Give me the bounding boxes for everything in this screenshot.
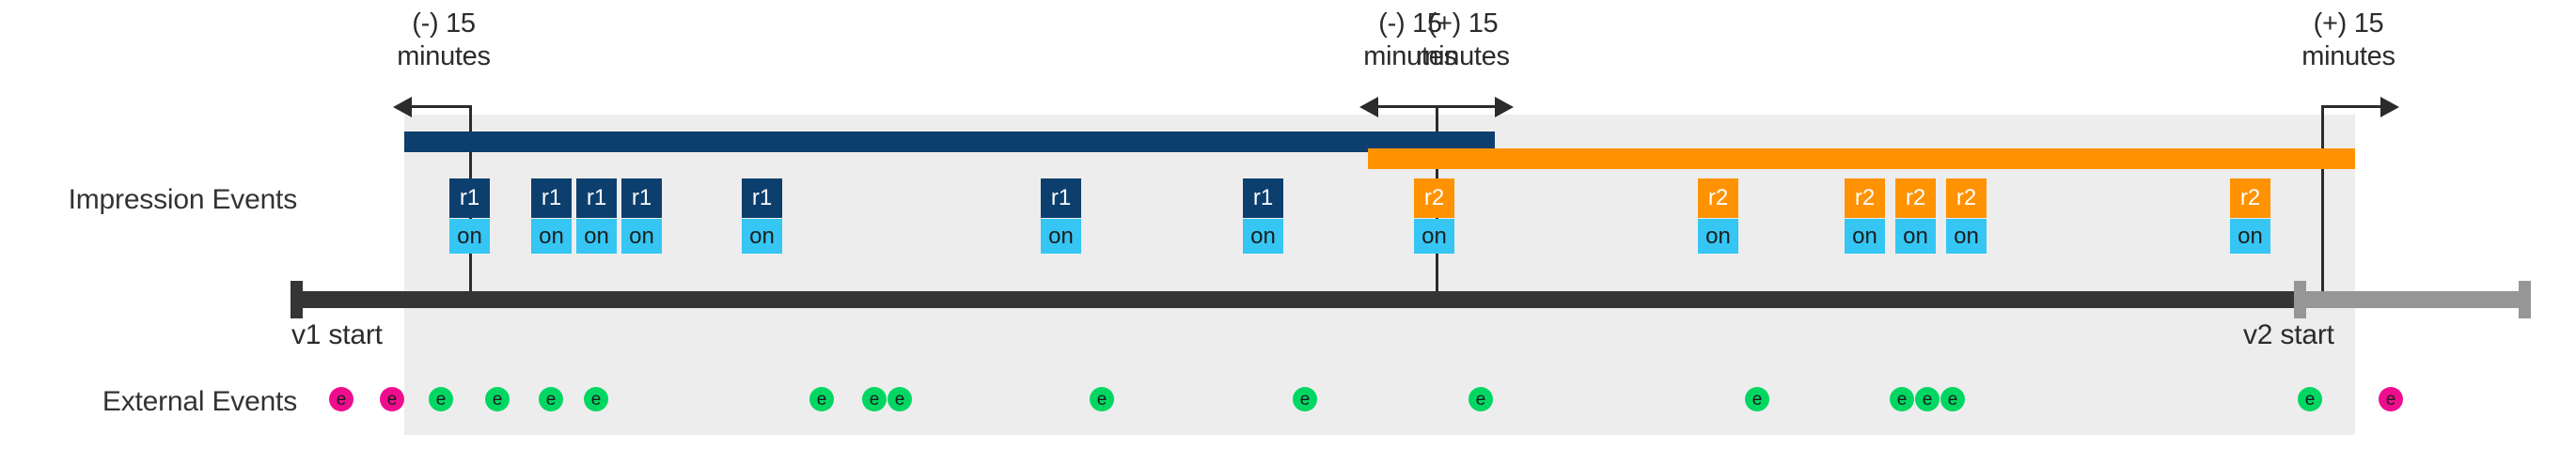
impression-state-chip[interactable]: on: [1946, 219, 1987, 254]
impression-state-chip[interactable]: on: [2230, 219, 2270, 254]
timeline-v1-bar: [293, 291, 2308, 308]
external-event-dot-green[interactable]: e: [1890, 387, 1914, 411]
timeline-v2-start-cap: [2294, 281, 2306, 318]
impression-chip-r1[interactable]: r1: [742, 178, 782, 218]
annotation-label: (+) 15 minutes: [2301, 8, 2395, 72]
impression-state-chip[interactable]: on: [1243, 219, 1283, 254]
annotation-arrowhead-right-icon: [1495, 97, 1514, 117]
impression-chip-r2[interactable]: r2: [2230, 178, 2270, 218]
external-event-dot-green[interactable]: e: [1469, 387, 1493, 411]
timeline-v2-bar: [2297, 291, 2530, 308]
annotation-arrow-line: [1437, 105, 1495, 108]
annotation-arrow-line: [2322, 105, 2380, 108]
r2-window: [1368, 148, 2355, 169]
impression-state-chip[interactable]: on: [1895, 219, 1936, 254]
external-event-dot-green[interactable]: e: [862, 387, 887, 411]
annotation-label: (-) 15 minutes: [397, 8, 491, 72]
v2-start-label: v2 start: [2243, 319, 2334, 350]
annotation-label: (+) 15 minutes: [1416, 8, 1510, 72]
timeline-v1-start-cap: [291, 281, 303, 318]
external-event-dot-green[interactable]: e: [809, 387, 834, 411]
annotation-arrow-line: [1378, 105, 1437, 108]
impression-state-chip[interactable]: on: [1414, 219, 1454, 254]
annotation-arrowhead-right-icon: [2380, 97, 2399, 117]
external-event-dot-green[interactable]: e: [1090, 387, 1114, 411]
external-event-dot-green[interactable]: e: [1915, 387, 1940, 411]
impression-chip-r2[interactable]: r2: [1698, 178, 1738, 218]
impression-chip-r2[interactable]: r2: [1895, 178, 1936, 218]
impression-state-chip[interactable]: on: [531, 219, 572, 254]
external-events-row-label: External Events: [102, 386, 297, 417]
external-event-dot-green[interactable]: e: [887, 387, 912, 411]
impression-state-chip[interactable]: on: [1698, 219, 1738, 254]
impression-state-chip[interactable]: on: [1041, 219, 1081, 254]
impression-chip-r2[interactable]: r2: [1946, 178, 1987, 218]
impression-state-chip[interactable]: on: [1845, 219, 1885, 254]
r1-window: [404, 131, 1495, 152]
external-event-dot-green[interactable]: e: [429, 387, 453, 411]
annotation-arrowhead-left-icon: [1359, 97, 1378, 117]
impression-chip-r1[interactable]: r1: [621, 178, 662, 218]
impression-state-chip[interactable]: on: [576, 219, 617, 254]
external-event-dot-green[interactable]: e: [1293, 387, 1317, 411]
annotation-label: (-) 15 minutes: [1363, 8, 1457, 72]
impression-state-chip[interactable]: on: [742, 219, 782, 254]
external-event-dot-green[interactable]: e: [2298, 387, 2322, 411]
annotation-arrow-line: [412, 105, 470, 108]
external-event-dot-green[interactable]: e: [539, 387, 563, 411]
impression-state-chip[interactable]: on: [449, 219, 490, 254]
impression-state-chip[interactable]: on: [621, 219, 662, 254]
timeline-v2-end-cap: [2519, 281, 2531, 318]
impression-chip-r1[interactable]: r1: [449, 178, 490, 218]
v1-start-label: v1 start: [291, 319, 383, 350]
annotation-vertical-line: [2321, 105, 2324, 298]
external-event-dot-pink[interactable]: e: [2379, 387, 2403, 411]
external-event-dot-pink[interactable]: e: [380, 387, 404, 411]
impression-chip-r2[interactable]: r2: [1845, 178, 1885, 218]
impression-chip-r1[interactable]: r1: [1041, 178, 1081, 218]
annotation-arrowhead-left-icon: [393, 97, 412, 117]
impression-events-row-label: Impression Events: [68, 184, 298, 215]
external-event-dot-green[interactable]: e: [584, 387, 608, 411]
impression-chip-r1[interactable]: r1: [531, 178, 572, 218]
external-event-dot-green[interactable]: e: [485, 387, 510, 411]
external-event-dot-green[interactable]: e: [1745, 387, 1769, 411]
impression-chip-r2[interactable]: r2: [1414, 178, 1454, 218]
impression-chip-r1[interactable]: r1: [576, 178, 617, 218]
external-event-dot-pink[interactable]: e: [329, 387, 353, 411]
external-event-dot-green[interactable]: e: [1940, 387, 1965, 411]
impression-chip-r1[interactable]: r1: [1243, 178, 1283, 218]
